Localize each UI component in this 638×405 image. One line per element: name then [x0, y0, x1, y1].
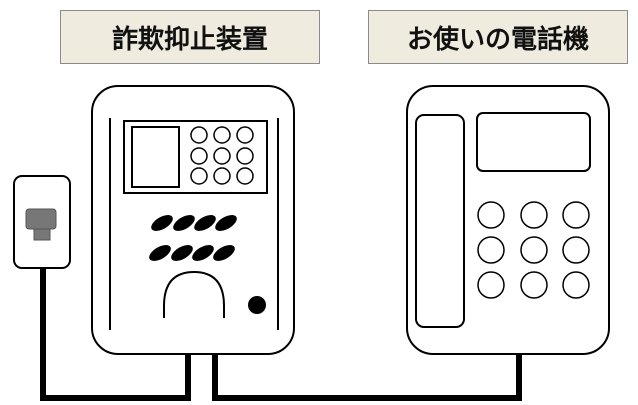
telephone-icon — [406, 85, 610, 355]
device-label-text: 詐欺抑止装置 — [111, 24, 268, 55]
device-screen — [131, 126, 180, 188]
fraud-prevention-device-icon — [91, 85, 295, 355]
speaker-grille — [149, 215, 237, 261]
device-label: 詐欺抑止装置 — [60, 10, 320, 64]
phone-label: お使いの電話機 — [368, 10, 628, 64]
wall-outlet-icon — [13, 175, 71, 269]
phone-keypad — [477, 201, 590, 299]
phone-display — [476, 112, 591, 172]
phone-handset — [415, 114, 465, 328]
outlet-to-device-cable — [40, 236, 191, 401]
device-button — [248, 296, 266, 314]
device-arch — [163, 270, 225, 318]
plug — [25, 208, 57, 230]
device-keypad — [190, 126, 254, 185]
device-to-phone-cable — [212, 354, 522, 401]
phone-label-text: お使いの電話機 — [406, 24, 589, 55]
cable-icon — [40, 236, 522, 401]
